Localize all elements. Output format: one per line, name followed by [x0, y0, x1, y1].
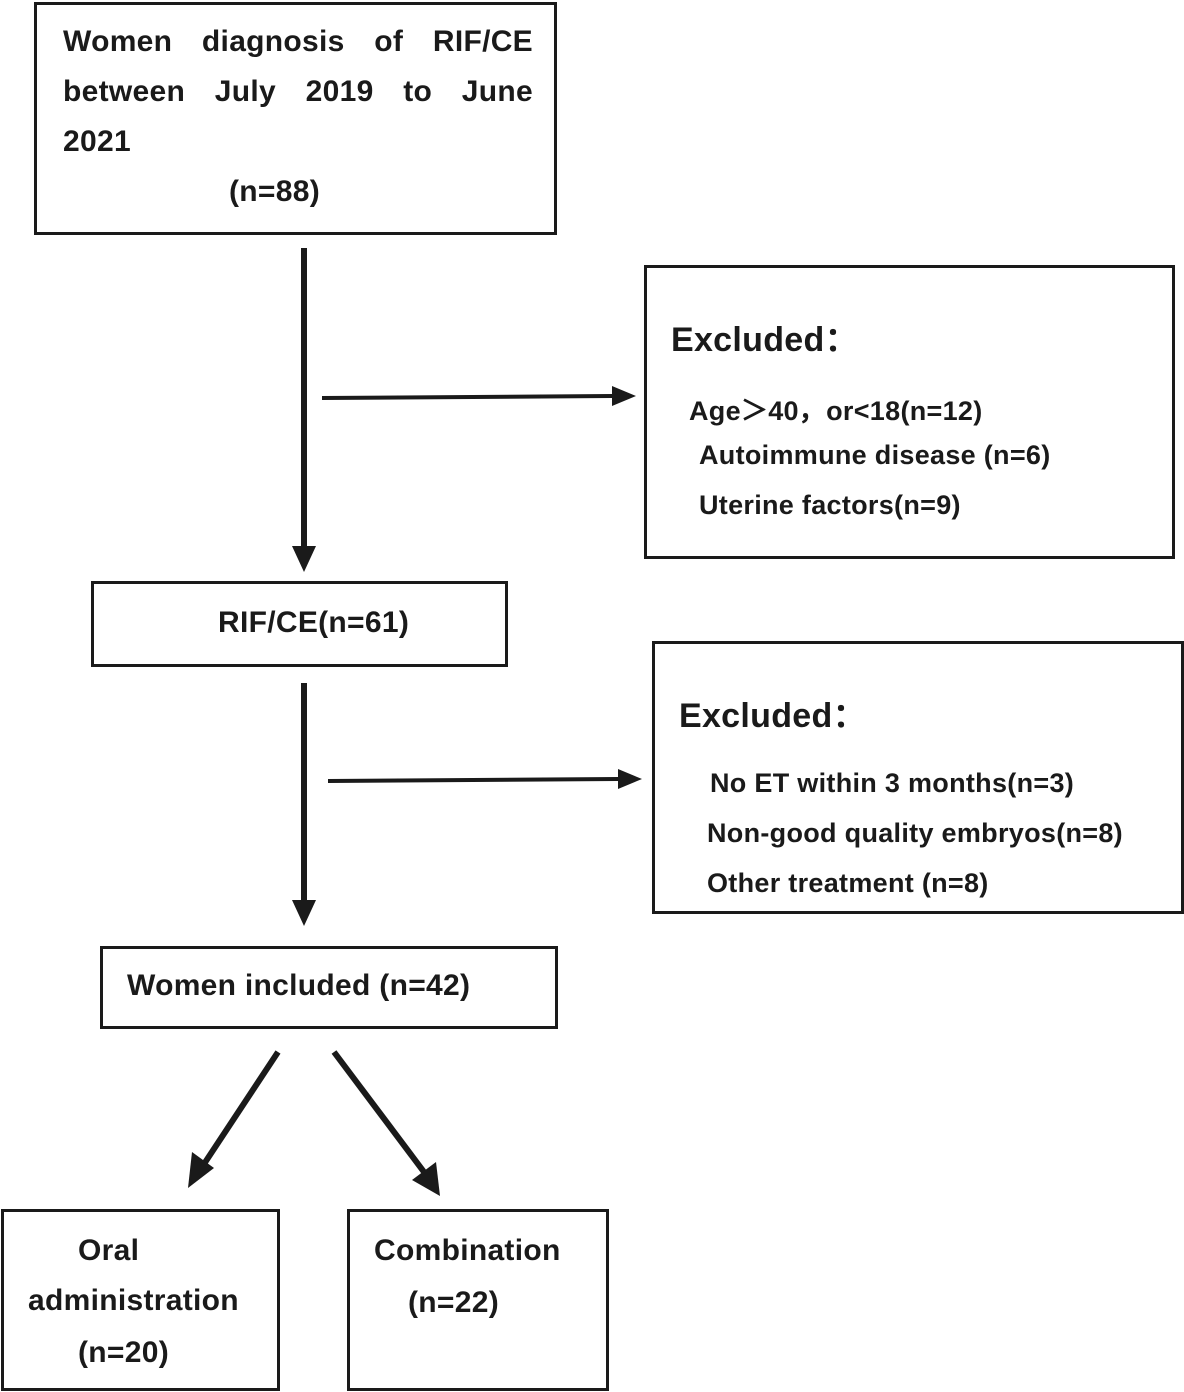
included-label: Women included (n=42)	[127, 969, 471, 1002]
arrow-to-excluded2	[327, 777, 619, 783]
rifce-label: RIF/CE(n=61)	[218, 606, 410, 639]
enrolled-line3: 2021	[63, 125, 131, 158]
enrolled-box: Women diagnosis of RIF/CE between July 2…	[34, 2, 557, 235]
rifce-box: RIF/CE(n=61)	[91, 581, 508, 667]
included-box: Women included (n=42)	[100, 946, 558, 1029]
oral-line2: administration	[28, 1284, 239, 1317]
excluded-box-1: Excluded： Age＞40，or<18(n=12) Autoimmune …	[644, 265, 1175, 559]
oral-box: Oral administration (n=20)	[1, 1209, 280, 1391]
arrowhead-oral	[188, 1152, 214, 1188]
arrow-to-combination	[331, 1050, 427, 1174]
excluded1-item-uterine: Uterine factors(n=9)	[699, 490, 961, 520]
arrow-to-excluded1	[321, 394, 613, 400]
arrowhead-right-1	[612, 386, 636, 406]
combination-line1: Combination	[374, 1234, 561, 1267]
enrolled-line1: Women diagnosis of RIF/CE	[63, 25, 533, 58]
enrolled-line2: between July 2019 to June	[63, 75, 533, 108]
excluded-title-1: Excluded：	[671, 321, 859, 359]
arrowhead-down-2	[292, 900, 316, 926]
excluded1-item-autoimmune: Autoimmune disease (n=6)	[699, 440, 1051, 470]
excluded2-item-embryos: Non-good quality embryos(n=8)	[707, 818, 1123, 848]
arrow-to-oral	[201, 1050, 281, 1166]
combination-box: Combination (n=22)	[347, 1209, 609, 1391]
excluded2-item-other: Other treatment (n=8)	[707, 868, 989, 898]
arrowhead-combination	[412, 1162, 440, 1196]
enrolled-count: (n=88)	[229, 175, 320, 208]
arrowhead-down-1	[292, 546, 316, 572]
oral-count: (n=20)	[78, 1336, 169, 1369]
excluded-title-2: Excluded：	[679, 697, 867, 735]
excluded2-item-no-et: No ET within 3 months(n=3)	[710, 768, 1075, 798]
arrowhead-right-2	[618, 769, 642, 789]
excluded-box-2: Excluded： No ET within 3 months(n=3) Non…	[652, 641, 1184, 914]
oral-line1: Oral	[78, 1234, 140, 1267]
excluded1-item-age: Age＞40，or<18(n=12)	[689, 396, 983, 426]
combination-count: (n=22)	[408, 1286, 499, 1319]
